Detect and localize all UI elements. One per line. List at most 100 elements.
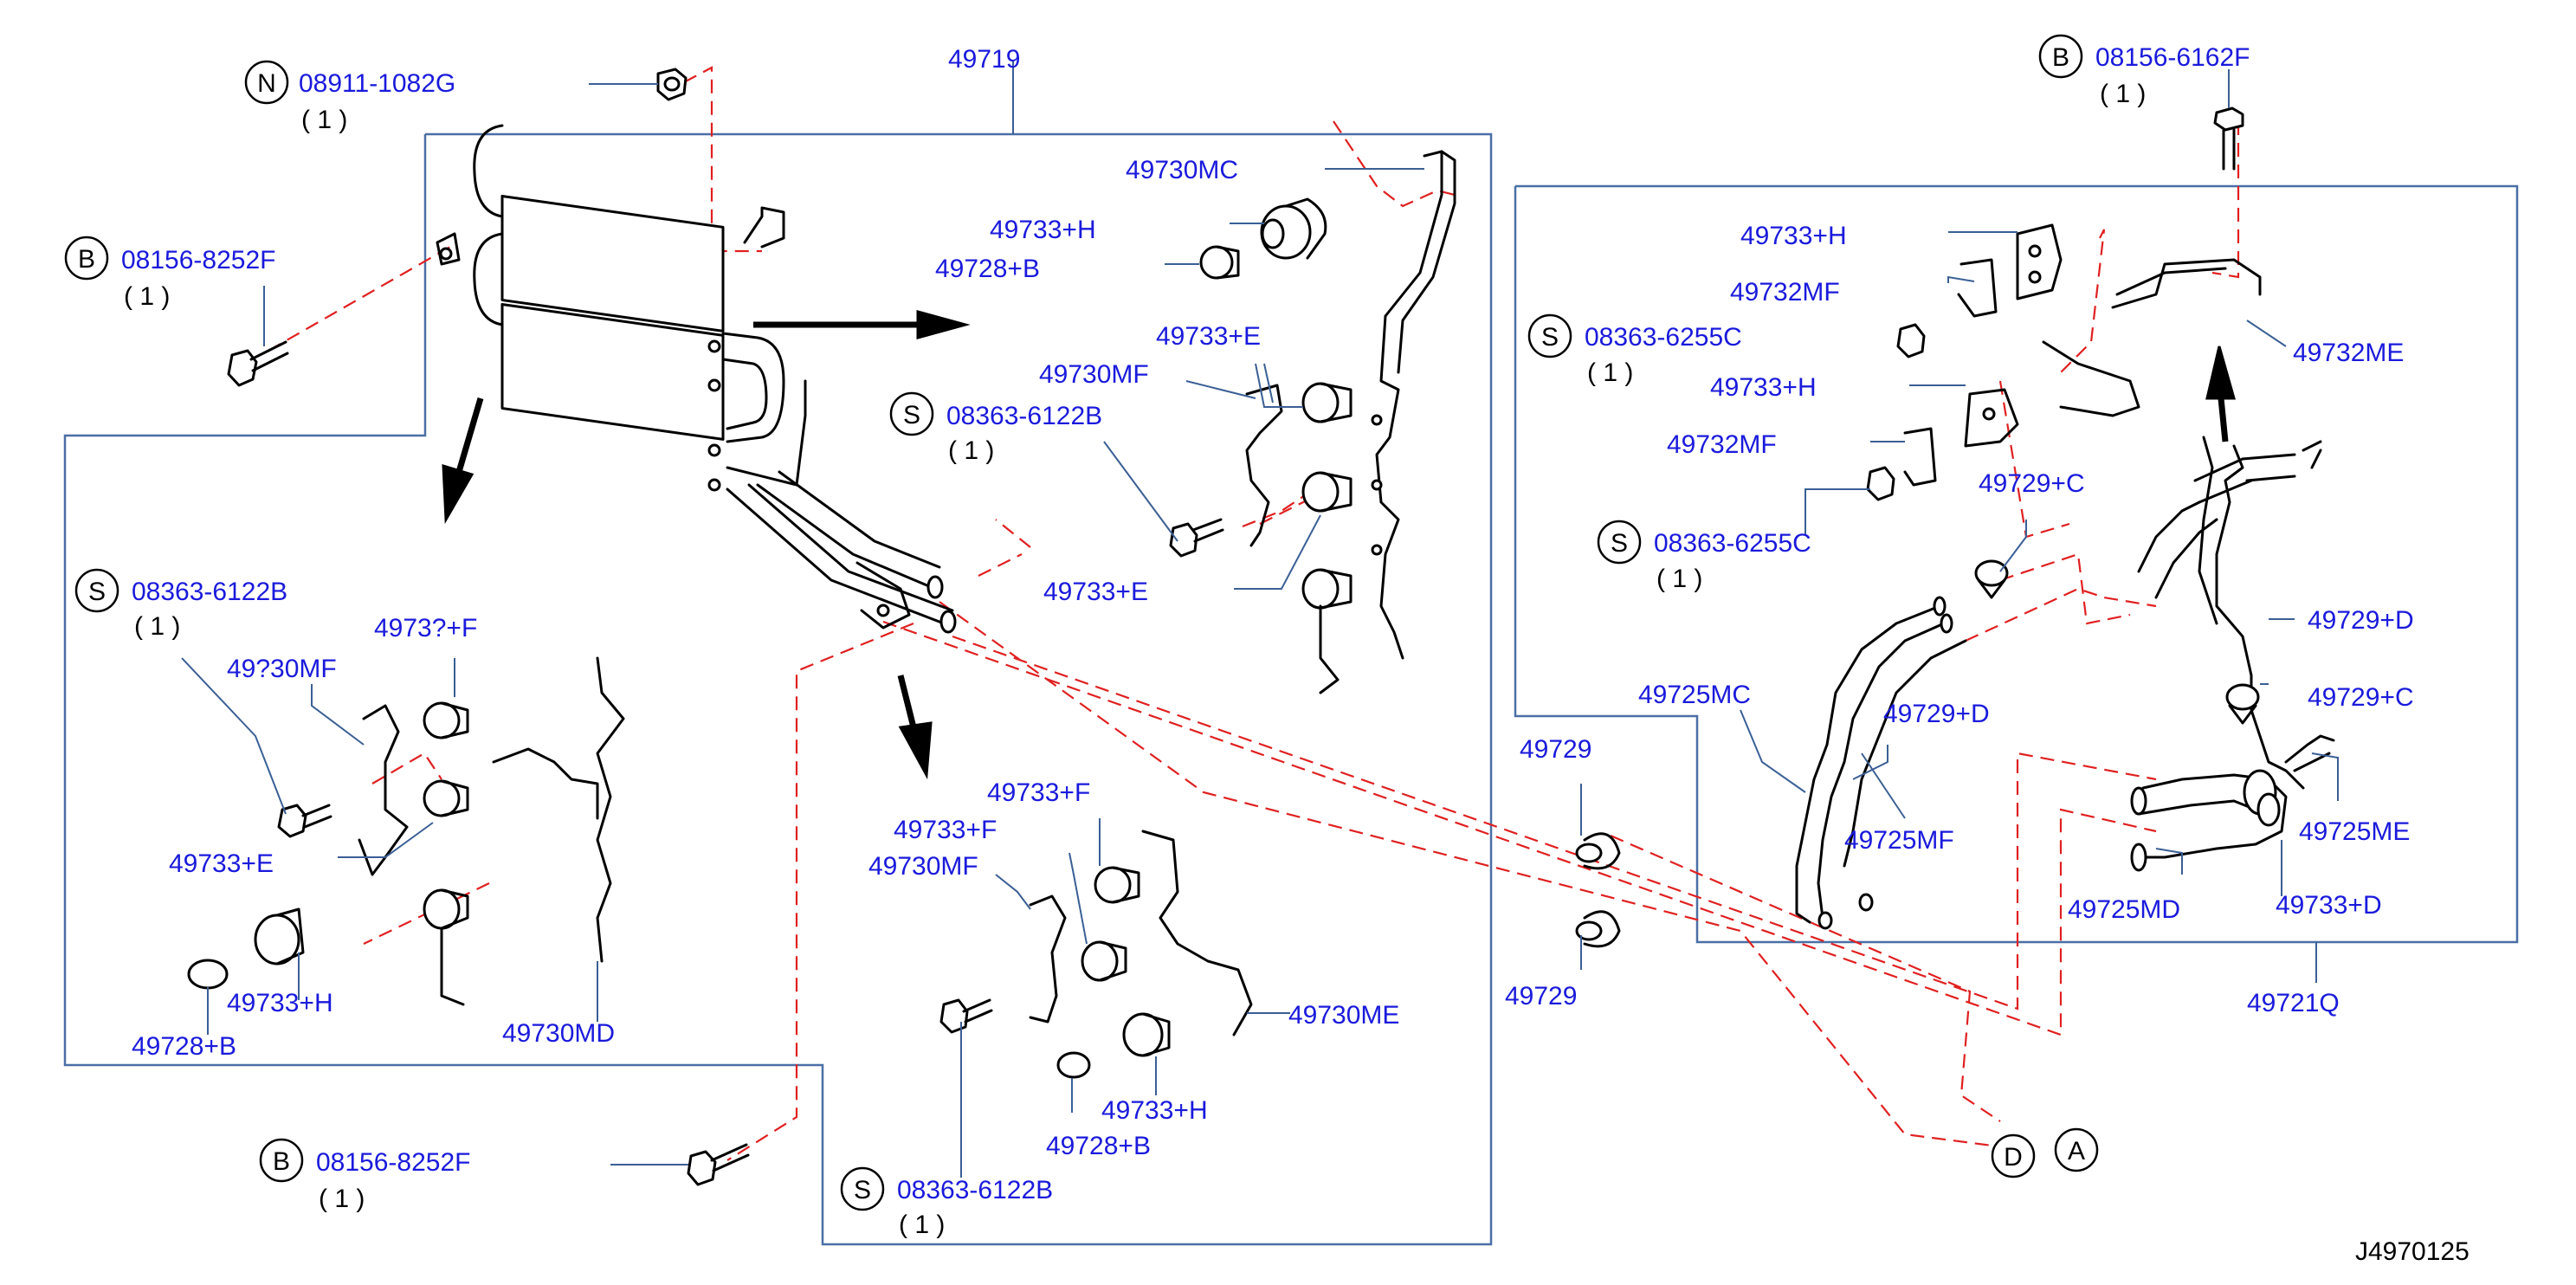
arrow-up-icon [2205,345,2236,442]
grommet-left-icon [187,907,305,990]
part-label[interactable]: 49733+D [2276,891,2382,920]
part-label[interactable]: 49733+F [894,816,997,844]
callout-s-screw-bottom[interactable]: S 08363-6122B ( 1 ) [840,1166,1053,1239]
callout-s-screw-right-mid[interactable]: S 08363-6255C ( 1 ) [1597,520,1811,593]
part-number: 08363-6122B [132,578,287,606]
clamp-bracket-center-icon [1371,150,1456,660]
part-label[interactable]: 49733+E [169,849,274,878]
callout-s-screw-center[interactable]: S 08363-6122B ( 1 ) [889,391,1102,465]
hose-assembly-label[interactable]: 49721Q [2247,989,2340,1017]
part-label[interactable]: 49729+D [1883,700,1990,728]
part-number: 08363-6255C [1585,323,1742,352]
part-label[interactable]: 49728+B [132,1032,236,1061]
svg-text:S: S [1611,529,1628,558]
part-label[interactable]: 49732MF [1667,430,1777,459]
clamp-insulator-icon [1245,382,1353,694]
hose-assembly-frame [1514,184,2519,944]
direction-arrows [442,310,2236,780]
callout-b-bolt-top-left[interactable]: B 08156-8252F ( 1 ) [64,236,275,311]
cooler-assembly-label[interactable]: 49719 [948,45,1020,74]
cooler-assembly-frame [63,132,1493,1246]
assembly-frames [63,61,2519,1246]
svg-text:A: A [2068,1137,2085,1166]
part-label[interactable]: 49733+H [1710,373,1817,402]
part-label[interactable]: 49733+H [227,989,333,1017]
part-label[interactable]: 49730MD [502,1019,615,1048]
quantity: ( 1 ) [319,1185,365,1213]
clamp-insulator-left-icon [423,701,469,1006]
hose-clip-icon-lower [1575,832,1621,948]
svg-text:S: S [903,401,920,429]
quantity: ( 1 ) [2100,80,2146,108]
oil-cooler-icon [436,124,957,634]
callout-b-bolt-top-right[interactable]: B 08156-6162F ( 1 ) [2038,34,2250,108]
part-label[interactable]: 49733+H [990,216,1096,244]
part-number: 08156-8252F [121,246,275,274]
callout-n-nut[interactable]: N 08911-1082G ( 1 ) [244,60,455,134]
bracket-right-icon [2042,258,2262,417]
clamp-insulator-right-icon [1903,223,2063,487]
part-label[interactable]: 49730MC [1126,156,1238,184]
part-label[interactable]: 49729+D [2308,606,2414,635]
part-label[interactable]: 49733+H [1740,222,1847,250]
part-label[interactable]: 49729 [1520,735,1591,764]
clamp-insulator-bottom-icon [1056,866,1171,1079]
part-number: 08156-8252F [316,1148,470,1177]
part-label[interactable]: 49729 [1505,982,1577,1011]
clamp-bracket-bottom-icon [1029,830,1253,1036]
collar-icon [1199,245,1240,280]
part-label[interactable]: 49732ME [2293,339,2404,367]
hose-clip-icon-upper [1974,559,2009,599]
part-number: 08363-6122B [897,1176,1053,1204]
svg-text:B: B [2052,43,2069,72]
part-label[interactable]: 49729+C [1979,469,2085,498]
part-labels: 49730MC 49733+H 49728+B 49733+E 49730MF … [132,156,2414,1160]
quantity: ( 1 ) [1656,565,1702,593]
connector-d[interactable]: D [1991,1133,2036,1178]
reference-code: J4970125 [2355,1237,2469,1266]
part-number: 08363-6255C [1654,529,1811,558]
callout-s-screw-left[interactable]: S 08363-6122B ( 1 ) [74,568,287,641]
quantity: ( 1 ) [1587,358,1633,387]
arrow-down-left-icon [442,397,484,525]
part-label[interactable]: 49732MF [1730,278,1840,307]
connector-a[interactable]: A [2054,1127,2099,1172]
part-label[interactable]: 49729+C [2308,683,2414,712]
bolt-center-icon [1169,518,1224,558]
hex-nut-icon [589,68,688,101]
quantity: ( 1 ) [301,106,347,134]
part-label[interactable]: 49725MF [1844,826,1954,855]
part-label[interactable]: 49725MC [1638,681,1751,709]
svg-text:S: S [854,1176,871,1204]
grommet-icon [1260,197,1327,260]
part-label[interactable]: 49730MF [1039,360,1149,389]
callout-s-screw-right-top[interactable]: S 08363-6255C ( 1 ) [1527,313,1742,387]
part-label[interactable]: 49730ME [1288,1001,1399,1030]
callout-b-bolt-bottom[interactable]: B 08156-8252F ( 1 ) [259,1138,470,1213]
oil-cooler-hoses-icon [1795,436,2335,930]
flange-bolt-icon-bottom [610,1143,750,1186]
part-label[interactable]: 49?30MF [227,655,337,683]
flange-bolt-icon-top-right [2213,69,2244,171]
part-number: 08156-6162F [2095,43,2250,72]
part-label[interactable]: 49728+B [1046,1132,1151,1160]
part-label[interactable]: 49725MD [2068,895,2180,924]
part-number: 08911-1082G [299,69,455,98]
bolt-right-icon [1866,323,1926,501]
svg-text:B: B [273,1147,290,1176]
part-label[interactable]: 49733+F [987,778,1090,807]
quantity: ( 1 ) [948,436,994,465]
part-label[interactable]: 49733+E [1156,322,1261,351]
svg-text:S: S [88,578,106,606]
part-label[interactable]: 49733+H [1101,1096,1208,1125]
svg-text:N: N [257,69,276,98]
part-label[interactable]: 49730MF [868,852,978,881]
arrow-right-icon [753,310,971,339]
bolt-left-icon [277,804,332,838]
part-label[interactable]: 4973?+F [374,614,477,642]
part-label[interactable]: 49725ME [2299,817,2410,846]
part-label[interactable]: 49728+B [935,255,1040,283]
part-label[interactable]: 49733+E [1043,578,1148,606]
quantity: ( 1 ) [134,612,180,641]
